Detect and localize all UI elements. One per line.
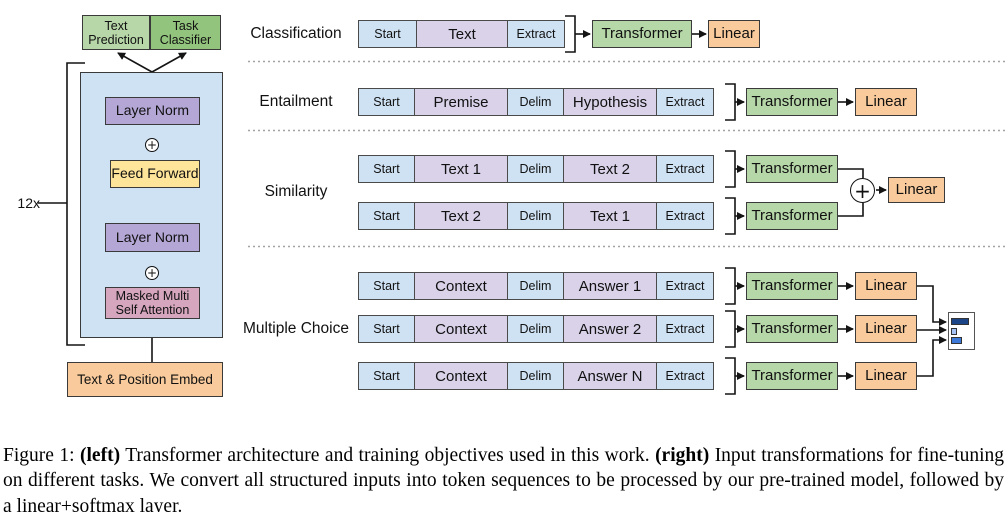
token-start: Start xyxy=(358,155,415,183)
softmax-bar-3 xyxy=(951,337,962,344)
transformer-box: Transformer xyxy=(746,272,838,300)
task-label-entailment: Entailment xyxy=(259,93,333,110)
caption-left-bold: (left) xyxy=(80,444,121,466)
token-context: Context xyxy=(413,362,509,390)
linear-box: Linear xyxy=(888,177,945,203)
token-text2: Text 2 xyxy=(413,202,509,230)
transformer-box: Transformer xyxy=(746,315,838,343)
token-start: Start xyxy=(358,272,415,300)
token-strip: Start Premise Delim Hypothesis Extract xyxy=(358,88,714,116)
layer-norm-top: Layer Norm xyxy=(105,97,200,125)
token-answer2: Answer 2 xyxy=(562,315,658,343)
residual-add-icon: + xyxy=(145,138,159,152)
token-answer1: Answer 1 xyxy=(562,272,658,300)
token-extract: Extract xyxy=(656,272,714,300)
token-delim: Delim xyxy=(507,272,564,300)
token-extract: Extract xyxy=(656,88,714,116)
token-premise: Premise xyxy=(413,88,509,116)
task-label-similarity: Similarity xyxy=(264,183,328,200)
token-extract: Extract xyxy=(656,202,714,230)
linear-box: Linear xyxy=(855,315,917,343)
token-text: Text xyxy=(415,20,509,48)
token-text1: Text 1 xyxy=(413,155,509,183)
token-start: Start xyxy=(358,362,415,390)
token-extract: Extract xyxy=(507,20,565,48)
residual-add-icon: + xyxy=(145,266,159,280)
token-text1: Text 1 xyxy=(562,202,658,230)
token-hypothesis: Hypothesis xyxy=(562,88,658,116)
token-strip: Start Text 2 Delim Text 1 Extract xyxy=(358,202,714,230)
token-strip: Start Context Delim Answer 2 Extract xyxy=(358,315,714,343)
token-strip: Start Text Extract xyxy=(358,20,565,48)
token-extract: Extract xyxy=(656,315,714,343)
token-extract: Extract xyxy=(656,362,714,390)
linear-box: Linear xyxy=(708,20,760,48)
softmax-bar-1 xyxy=(951,318,969,325)
token-strip: Start Text 1 Delim Text 2 Extract xyxy=(358,155,714,183)
token-delim: Delim xyxy=(507,315,564,343)
token-text2: Text 2 xyxy=(562,155,658,183)
feed-forward: Feed Forward xyxy=(110,160,200,188)
combine-add-icon: + xyxy=(850,178,875,203)
token-answerN: Answer N xyxy=(562,362,658,390)
token-start: Start xyxy=(358,315,415,343)
text-position-embed: Text & Position Embed xyxy=(67,362,223,397)
text-prediction-head: Text Prediction xyxy=(82,15,150,50)
transformer-box: Transformer xyxy=(592,20,692,48)
token-start: Start xyxy=(358,202,415,230)
transformer-box: Transformer xyxy=(746,155,838,183)
masked-multi-self-attention: Masked Multi Self Attention xyxy=(105,287,200,319)
caption-right-text: Input transformations for fine-tuning on… xyxy=(3,444,1005,512)
token-delim: Delim xyxy=(507,362,564,390)
token-context: Context xyxy=(413,272,509,300)
task-label-classification: Classification xyxy=(250,25,342,42)
token-start: Start xyxy=(358,88,415,116)
token-delim: Delim xyxy=(507,88,564,116)
caption-figure-label: Figure 1: xyxy=(3,444,75,466)
token-start: Start xyxy=(358,20,417,48)
softmax-bar-2 xyxy=(951,328,957,335)
layer-norm-bottom: Layer Norm xyxy=(105,223,200,252)
transformer-box: Transformer xyxy=(746,202,838,230)
connector-lines xyxy=(38,15,1005,395)
transformer-box: Transformer xyxy=(746,362,838,390)
token-strip: Start Context Delim Answer 1 Extract xyxy=(358,272,714,300)
token-delim: Delim xyxy=(507,155,564,183)
caption-right-bold: (right) xyxy=(655,444,710,466)
token-context: Context xyxy=(413,315,509,343)
token-extract: Extract xyxy=(656,155,714,183)
token-delim: Delim xyxy=(507,202,564,230)
linear-box: Linear xyxy=(855,88,917,116)
caption-left-text: Transformer architecture and training ob… xyxy=(125,444,650,466)
transformer-box: Transformer xyxy=(746,88,838,116)
linear-box: Linear xyxy=(855,272,917,300)
task-label-multiple-choice: Multiple Choice xyxy=(243,320,349,337)
token-strip: Start Context Delim Answer N Extract xyxy=(358,362,714,390)
figure-caption: Figure 1: (left) Transformer architectur… xyxy=(3,443,1004,512)
repeat-count-label: 12x xyxy=(17,195,40,211)
task-classifier-head: Task Classifier xyxy=(150,15,221,50)
linear-box: Linear xyxy=(855,362,917,390)
